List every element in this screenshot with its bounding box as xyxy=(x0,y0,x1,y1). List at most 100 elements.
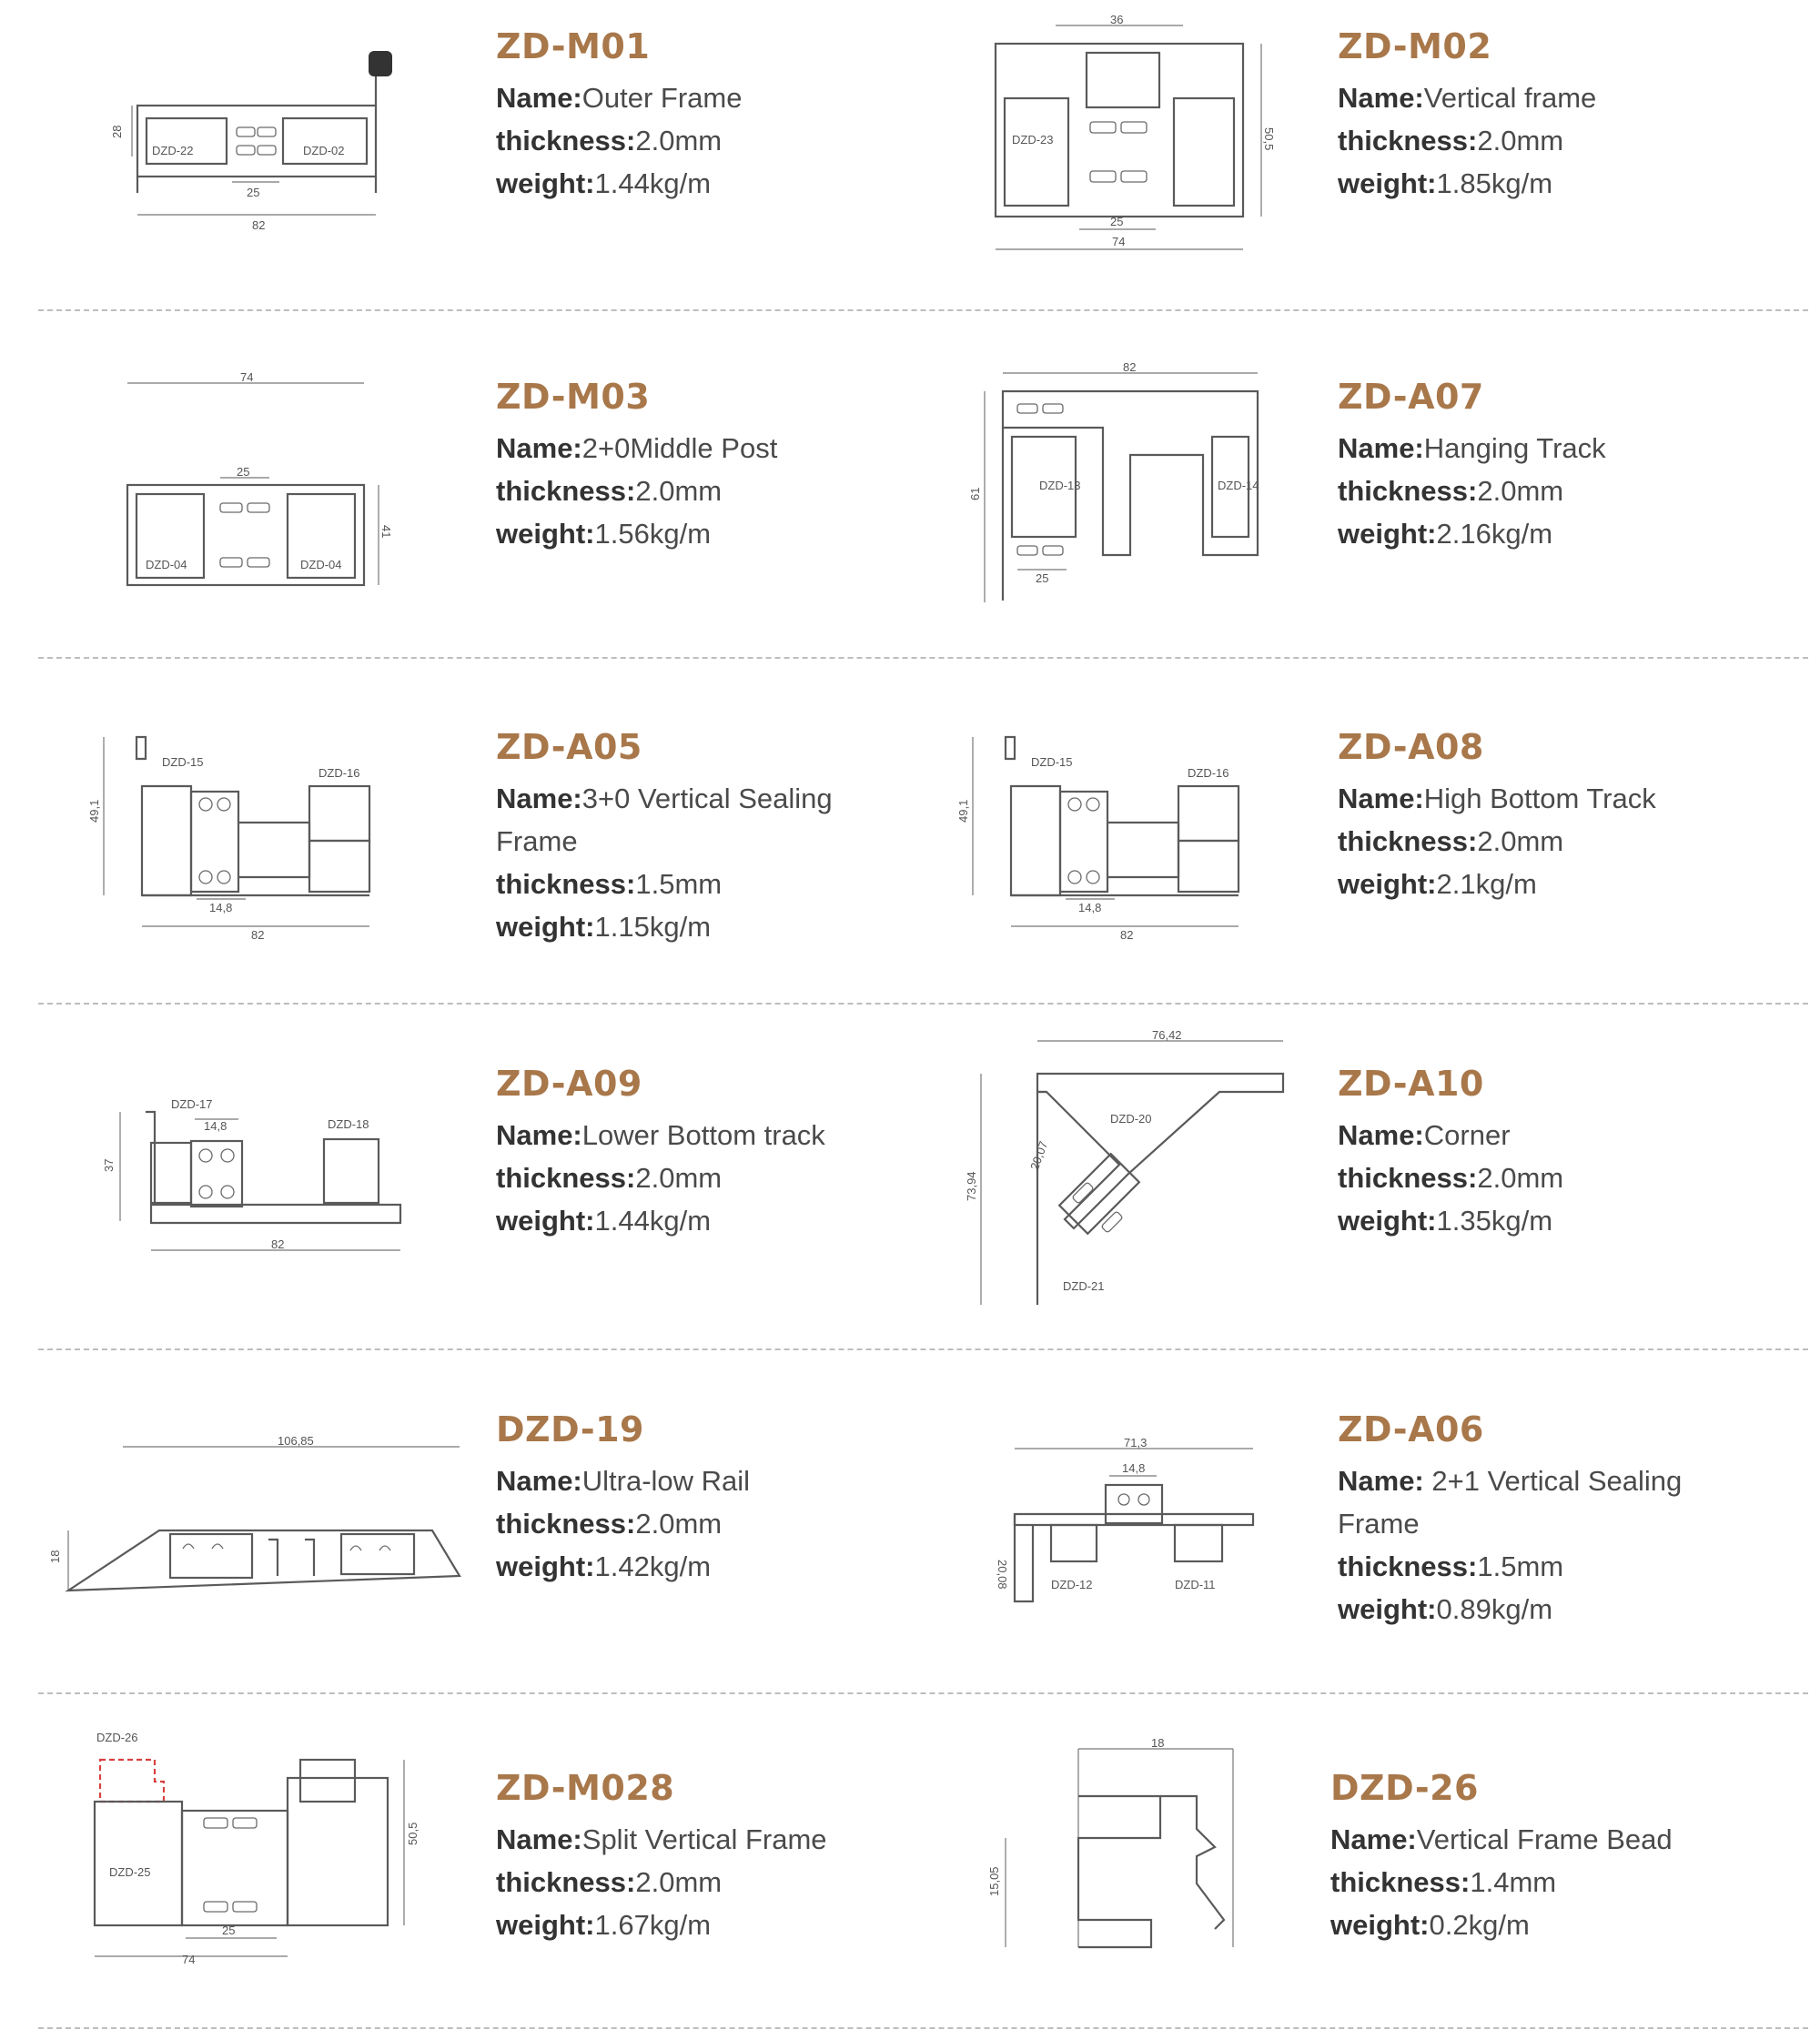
product-info-zd-m01: ZD-M01 Name:Outer Frame thickness:2.0mm … xyxy=(496,25,887,205)
product-weight: weight:1.35kg/m xyxy=(1338,1205,1553,1237)
product-info-dzd-26: DZD-26 Name:Vertical Frame Bead thicknes… xyxy=(1330,1767,1722,1946)
product-thickness: thickness:2.0mm xyxy=(496,1508,723,1540)
svg-text:DZD-22: DZD-22 xyxy=(152,144,194,157)
product-dzd-26: 18 15,05 DZD-26 Name:Vertical Frame Bead… xyxy=(910,1711,1820,2040)
svg-text:71,3: 71,3 xyxy=(1124,1436,1147,1449)
svg-text:DZD-25: DZD-25 xyxy=(109,1865,151,1879)
product-name: Name:High Bottom Track xyxy=(1338,783,1656,814)
row-divider xyxy=(38,1692,1808,1694)
product-weight: weight:1.56kg/m xyxy=(496,518,712,550)
svg-text:20,08: 20,08 xyxy=(996,1560,1009,1590)
svg-text:DZD-11: DZD-11 xyxy=(1175,1578,1216,1591)
svg-text:25: 25 xyxy=(1110,215,1123,228)
product-code: ZD-M028 xyxy=(496,1768,675,1808)
product-name: Name:Corner xyxy=(1338,1119,1511,1151)
svg-text:76,42: 76,42 xyxy=(1152,1028,1182,1042)
product-weight: weight:2.16kg/m xyxy=(1338,518,1553,550)
svg-text:DZD-16: DZD-16 xyxy=(1188,766,1229,780)
profile-drawing-zd-a07: 82 61 DZD-13 DZD-14 25 xyxy=(966,360,1276,610)
product-thickness: thickness:1.4mm xyxy=(1330,1866,1557,1898)
svg-text:DZD-04: DZD-04 xyxy=(146,558,187,571)
product-name: Name: 2+1 Vertical Sealing Frame xyxy=(1338,1465,1683,1540)
svg-text:82: 82 xyxy=(1120,928,1133,942)
svg-text:DZD-26: DZD-26 xyxy=(96,1731,138,1744)
svg-text:18: 18 xyxy=(48,1550,62,1563)
product-info-zd-a05: ZD-A05 Name:3+0 Vertical Sealing Frame t… xyxy=(496,726,887,948)
product-zd-a09: 37 DZD-17 DZD-18 14,8 82 ZD-A09 Name:Low… xyxy=(0,1037,910,1383)
product-code: ZD-A09 xyxy=(496,1064,642,1104)
product-zd-m02: 36 DZD-23 50,5 25 74 ZD-M02 Name:Vertica xyxy=(910,0,1820,346)
product-name: Name:Outer Frame xyxy=(496,82,743,114)
product-code: ZD-A05 xyxy=(496,727,642,767)
product-row-2: 74 25 DZD-04 DZD-04 41 ZD-M03 Name:2+0Mi… xyxy=(0,350,1820,696)
svg-text:25: 25 xyxy=(247,186,259,199)
svg-text:25: 25 xyxy=(237,465,249,479)
product-name: Name:3+0 Vertical Sealing Frame xyxy=(496,783,833,857)
svg-text:DZD-18: DZD-18 xyxy=(328,1117,369,1131)
product-name: Name:Vertical frame xyxy=(1338,82,1597,114)
product-zd-a08: 49,1 DZD-15 DZD-16 14,8 82 ZD-A08 Name:H xyxy=(910,701,1820,1046)
svg-text:41: 41 xyxy=(379,525,393,538)
svg-text:106,85: 106,85 xyxy=(278,1434,314,1448)
svg-text:82: 82 xyxy=(1123,360,1136,374)
product-info-zd-m028: ZD-M028 Name:Split Vertical Frame thickn… xyxy=(496,1767,887,1946)
profile-drawing-zd-m03: 74 25 DZD-04 DZD-04 41 xyxy=(118,370,393,594)
svg-text:14,8: 14,8 xyxy=(1122,1461,1145,1475)
product-zd-m028: DZD-26 DZD-25 50,5 25 74 ZD-M028 xyxy=(0,1711,910,2040)
svg-text:82: 82 xyxy=(271,1237,284,1251)
svg-text:50,5: 50,5 xyxy=(406,1823,420,1845)
svg-text:15,05: 15,05 xyxy=(987,1866,1001,1896)
svg-text:74: 74 xyxy=(240,370,253,384)
product-thickness: thickness:2.0mm xyxy=(496,1866,723,1898)
svg-text:20,07: 20,07 xyxy=(1027,1139,1050,1172)
svg-text:DZD-02: DZD-02 xyxy=(303,144,345,157)
product-zd-a05: 49,1 DZD-15 DZD-16 14,8 82 ZD-A05 Name:3 xyxy=(0,701,910,1046)
svg-text:49,1: 49,1 xyxy=(956,800,970,823)
svg-text:14,8: 14,8 xyxy=(209,901,232,914)
product-weight: weight:1.85kg/m xyxy=(1338,167,1553,199)
svg-text:36: 36 xyxy=(1110,13,1123,26)
svg-text:DZD-12: DZD-12 xyxy=(1051,1578,1093,1591)
row-divider xyxy=(38,657,1808,659)
row-divider xyxy=(38,309,1808,311)
svg-text:25: 25 xyxy=(222,1924,235,1937)
profile-drawing-dzd-19: 106,85 18 xyxy=(48,1434,469,1612)
svg-text:14,8: 14,8 xyxy=(1078,901,1101,914)
row-divider xyxy=(38,1003,1808,1005)
product-code: ZD-A08 xyxy=(1338,727,1484,767)
product-name: Name:2+0Middle Post xyxy=(496,432,778,464)
svg-text:25: 25 xyxy=(1036,571,1048,585)
profile-drawing-zd-a09: 37 DZD-17 DZD-18 14,8 82 xyxy=(100,1096,428,1268)
product-weight: weight:1.15kg/m xyxy=(496,911,712,943)
product-info-zd-m03: ZD-M03 Name:2+0Middle Post thickness:2.0… xyxy=(496,376,887,555)
product-thickness: thickness:2.0mm xyxy=(1338,1162,1564,1194)
profile-drawing-dzd-26: 18 15,05 xyxy=(978,1736,1251,1965)
product-code: ZD-A06 xyxy=(1338,1409,1484,1449)
product-zd-a10: 76,42 73,94 DZD-20 DZD-21 20,07 ZD-A10 N… xyxy=(910,1028,1820,1383)
product-weight: weight:0.89kg/m xyxy=(1338,1593,1553,1625)
svg-text:82: 82 xyxy=(252,218,265,232)
product-code: DZD-19 xyxy=(496,1409,644,1449)
product-weight: weight:2.1kg/m xyxy=(1338,868,1537,900)
product-row-1: 28 DZD-22 DZD-02 25 82 ZD-M01 Name:Outer xyxy=(0,0,1820,346)
profile-drawing-zd-m01: 28 DZD-22 DZD-02 25 82 xyxy=(105,45,405,237)
profile-drawing-zd-a05: 49,1 DZD-15 DZD-16 14,8 82 xyxy=(87,732,410,950)
svg-text:DZD-23: DZD-23 xyxy=(1012,133,1054,146)
product-weight: weight:1.67kg/m xyxy=(496,1909,712,1941)
product-name: Name:Hanging Track xyxy=(1338,432,1606,464)
product-zd-a07: 82 61 DZD-13 DZD-14 25 ZD-A07 Name:Hangi… xyxy=(910,350,1820,696)
svg-text:73,94: 73,94 xyxy=(965,1171,978,1201)
svg-text:82: 82 xyxy=(251,928,264,942)
svg-text:61: 61 xyxy=(968,488,982,500)
svg-text:DZD-21: DZD-21 xyxy=(1063,1279,1105,1293)
product-row-5: 106,85 18 DZD-19 Name:Ultra-low Rail thi… xyxy=(0,1383,1820,1729)
svg-text:14,8: 14,8 xyxy=(204,1119,227,1133)
product-name: Name:Ultra-low Rail xyxy=(496,1465,751,1497)
product-thickness: thickness:2.0mm xyxy=(1338,825,1564,857)
product-zd-m01: 28 DZD-22 DZD-02 25 82 ZD-M01 Name:Outer xyxy=(0,0,910,346)
product-name: Name:Lower Bottom track xyxy=(496,1119,825,1151)
svg-text:74: 74 xyxy=(182,1953,195,1966)
product-name: Name:Vertical Frame Bead xyxy=(1330,1823,1673,1855)
svg-text:DZD-16: DZD-16 xyxy=(318,766,360,780)
product-zd-a06: 71,3 14,8 20,08 DZD-12 DZD-11 ZD-A06 Nam… xyxy=(910,1383,1820,1729)
